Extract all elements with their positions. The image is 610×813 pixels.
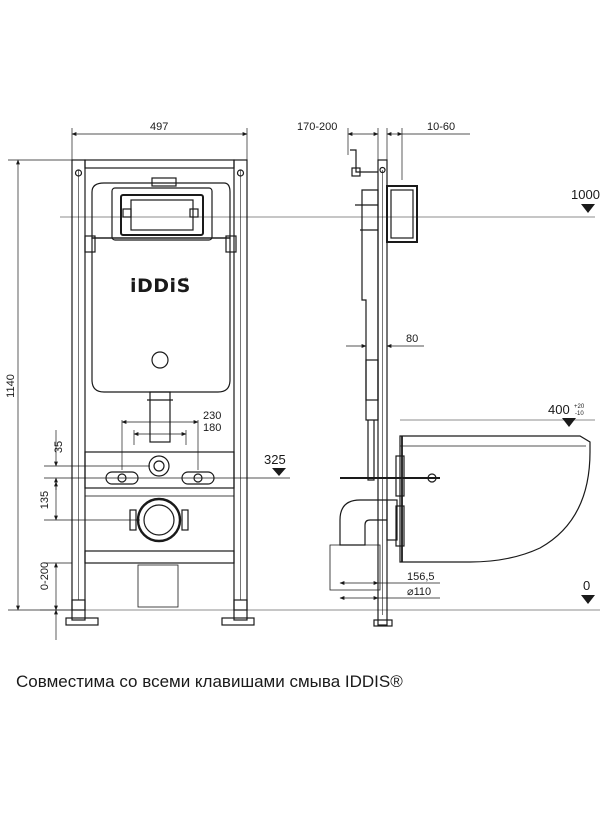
dim-height-1140: 1140 xyxy=(5,374,17,398)
dim-156-5: 156,5 xyxy=(407,571,435,583)
dim-230: 230 xyxy=(203,410,221,422)
level-0: 0 xyxy=(583,578,590,593)
side-dimensions xyxy=(339,128,595,600)
level-400: 400 xyxy=(548,402,570,417)
dim-80: 80 xyxy=(406,333,418,345)
frame-bolt-icon xyxy=(74,169,83,177)
dim-diameter-110: ⌀110 xyxy=(407,586,431,598)
flush-pipe xyxy=(149,391,171,443)
level-1000-marker-icon xyxy=(581,204,595,213)
brand-logo: iDDiS xyxy=(130,275,191,297)
level-400-marker-icon xyxy=(562,418,576,427)
dim-35: 35 xyxy=(53,441,65,453)
flush-plate-frame xyxy=(120,194,204,236)
fixing-hole-icon xyxy=(122,208,132,218)
dim-10-60: 10-60 xyxy=(427,121,455,133)
logo-registered-mark: ® xyxy=(183,277,189,284)
frame-lower-zone xyxy=(84,495,235,552)
level-325-marker-icon xyxy=(272,468,286,476)
level-325: 325 xyxy=(264,452,286,467)
level-400-tolerance-plus: +20 xyxy=(574,404,585,410)
flush-plate-housing xyxy=(111,187,213,241)
side-cistern xyxy=(361,189,379,421)
drain-stub xyxy=(137,564,179,608)
water-inlet-icon xyxy=(148,455,170,477)
actuator-rod xyxy=(350,149,378,173)
side-foot xyxy=(373,619,393,627)
compatibility-caption: Совместима со всеми клавишами смыва IDDI… xyxy=(16,672,403,691)
frame-bottom-bar xyxy=(84,550,235,564)
dim-0-200: 0-200 xyxy=(39,562,51,590)
dim-width-497: 497 xyxy=(150,121,168,133)
level-400-tolerance-minus: -10 xyxy=(575,411,584,417)
dim-135: 135 xyxy=(39,491,51,509)
cistern-body xyxy=(91,237,231,393)
dim-170-200: 170-200 xyxy=(297,121,337,133)
foot-plate-right xyxy=(221,617,255,626)
front-dimensions xyxy=(8,128,600,640)
bracket-right xyxy=(225,235,237,253)
cistern-top xyxy=(91,182,231,239)
frame-mid-bar xyxy=(84,451,235,489)
drain-outlet xyxy=(329,544,381,591)
cistern-valve xyxy=(151,177,177,187)
level-0-marker-icon xyxy=(581,595,595,604)
dim-180: 180 xyxy=(203,422,221,434)
flush-opening xyxy=(130,199,194,231)
wc-bowl xyxy=(399,435,591,563)
side-flush-pipe xyxy=(367,420,375,481)
side-view xyxy=(329,149,591,627)
fixing-hole-icon xyxy=(189,208,199,218)
frame-top-bar xyxy=(84,159,235,169)
drain-elbow xyxy=(339,499,387,546)
bracket-left xyxy=(84,235,96,253)
side-flush-plate xyxy=(386,185,418,243)
level-1000: 1000 xyxy=(571,187,600,202)
foot-plate-left xyxy=(65,617,99,626)
frame-bolt-icon xyxy=(236,169,245,177)
cistern-outlet-icon xyxy=(151,351,169,369)
front-view xyxy=(65,159,255,626)
